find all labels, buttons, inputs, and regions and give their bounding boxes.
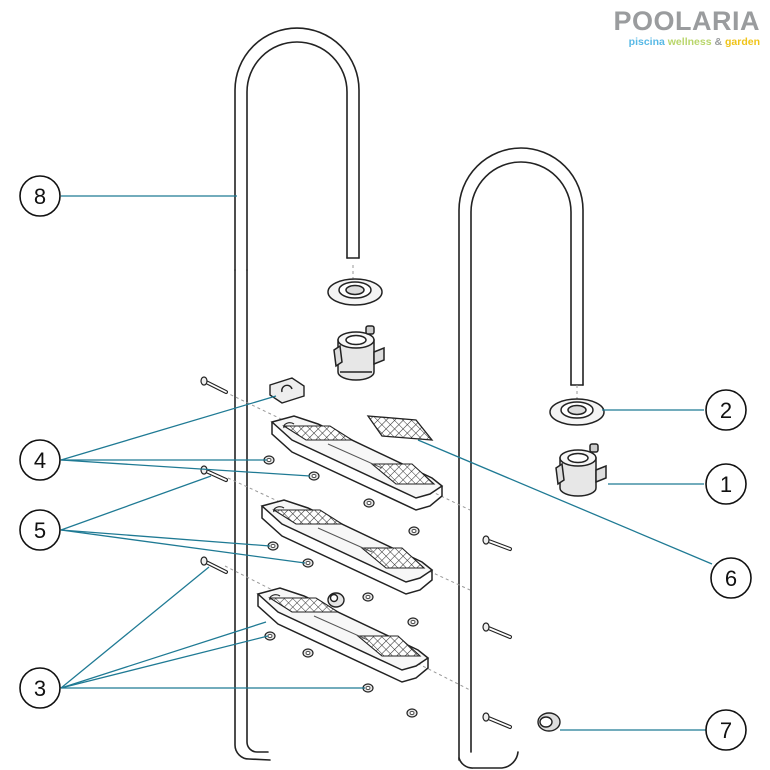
leader-line-14 — [417, 439, 713, 565]
nut-washer-2 — [308, 471, 320, 481]
tagline-ampersand: & — [714, 36, 723, 48]
leader-line-9 — [60, 621, 267, 689]
callout-2: 2 — [705, 389, 747, 431]
nut-washer-10 — [302, 648, 314, 658]
callout-6: 6 — [710, 557, 752, 599]
left-escutcheon — [327, 278, 383, 306]
step-grip-right — [360, 547, 426, 569]
step-treads — [256, 415, 444, 683]
bolt-left-3 — [200, 556, 228, 574]
tagline-garden: garden — [724, 36, 760, 48]
callout-8-number: 8 — [34, 184, 46, 209]
step-tread-2 — [260, 499, 434, 595]
leader-line-6 — [60, 529, 271, 547]
brand-tagline: piscina wellness & garden — [613, 36, 760, 48]
nut-washer-8 — [407, 617, 419, 627]
leader-line-7 — [60, 529, 306, 564]
callout-3-circle — [19, 667, 61, 709]
step-grip-right — [356, 635, 422, 657]
brand-name: POOLARIA — [613, 6, 760, 36]
step-grip-left — [268, 597, 340, 613]
bolt-left-2 — [200, 465, 228, 482]
callout-2-circle — [705, 389, 747, 431]
leader-lines — [60, 195, 713, 731]
leader-line-4 — [60, 459, 311, 477]
nut-washer-9 — [264, 631, 276, 641]
right-escutcheon — [549, 398, 605, 426]
step-grip-left — [272, 509, 344, 525]
callout-5-number: 5 — [34, 518, 46, 543]
callout-1-number: 1 — [720, 472, 732, 497]
callout-1: 1 — [705, 463, 747, 505]
callout-5-circle — [19, 509, 61, 551]
leader-line-8 — [60, 566, 210, 689]
callout-8: 8 — [19, 175, 61, 217]
callout-markers: 1 2 3 4 5 6 7 8 — [19, 175, 752, 751]
callout-3-number: 3 — [34, 676, 46, 701]
tagline-wellness: wellness — [667, 36, 712, 48]
fixing-hardware — [200, 376, 512, 729]
nut-washer-3 — [363, 498, 375, 508]
callout-4-number: 4 — [34, 448, 46, 473]
right-handrail — [458, 147, 584, 769]
step-grip-right — [370, 463, 436, 485]
step-clip — [269, 377, 305, 404]
callout-4: 4 — [19, 439, 61, 481]
anti-slip-pad — [366, 415, 434, 441]
callout-2-number: 2 — [720, 398, 732, 423]
bolt-right-3 — [482, 712, 512, 729]
nut-washer-4 — [408, 526, 420, 536]
callout-1-circle — [705, 463, 747, 505]
right-anchor — [555, 443, 607, 497]
callout-4-circle — [19, 439, 61, 481]
leader-line-5 — [60, 475, 212, 531]
callout-7: 7 — [705, 709, 747, 751]
callout-8-circle — [19, 175, 61, 217]
nut-washer-7 — [362, 592, 374, 602]
callout-6-number: 6 — [725, 566, 737, 591]
step-tread-3 — [256, 587, 430, 683]
nut-washer-12 — [406, 708, 418, 718]
callout-7-circle — [705, 709, 747, 751]
bolt-left-1 — [200, 376, 228, 394]
step-grip-left — [282, 425, 354, 441]
end-cap — [327, 592, 561, 732]
callout-6-circle — [710, 557, 752, 599]
left-anchor — [333, 325, 385, 381]
tagline-piscina: piscina — [628, 36, 665, 48]
leader-line-2 — [60, 395, 277, 461]
bolt-right-2 — [482, 622, 512, 639]
callout-3: 3 — [19, 667, 61, 709]
bolt-right-1 — [482, 535, 512, 551]
leader-line-10 — [60, 635, 269, 689]
callout-5: 5 — [19, 509, 61, 551]
step-tread-1 — [270, 415, 444, 511]
brand-logo: POOLARIA piscina wellness & garden — [613, 6, 760, 48]
left-handrail — [234, 27, 360, 761]
callout-7-number: 7 — [720, 718, 732, 743]
